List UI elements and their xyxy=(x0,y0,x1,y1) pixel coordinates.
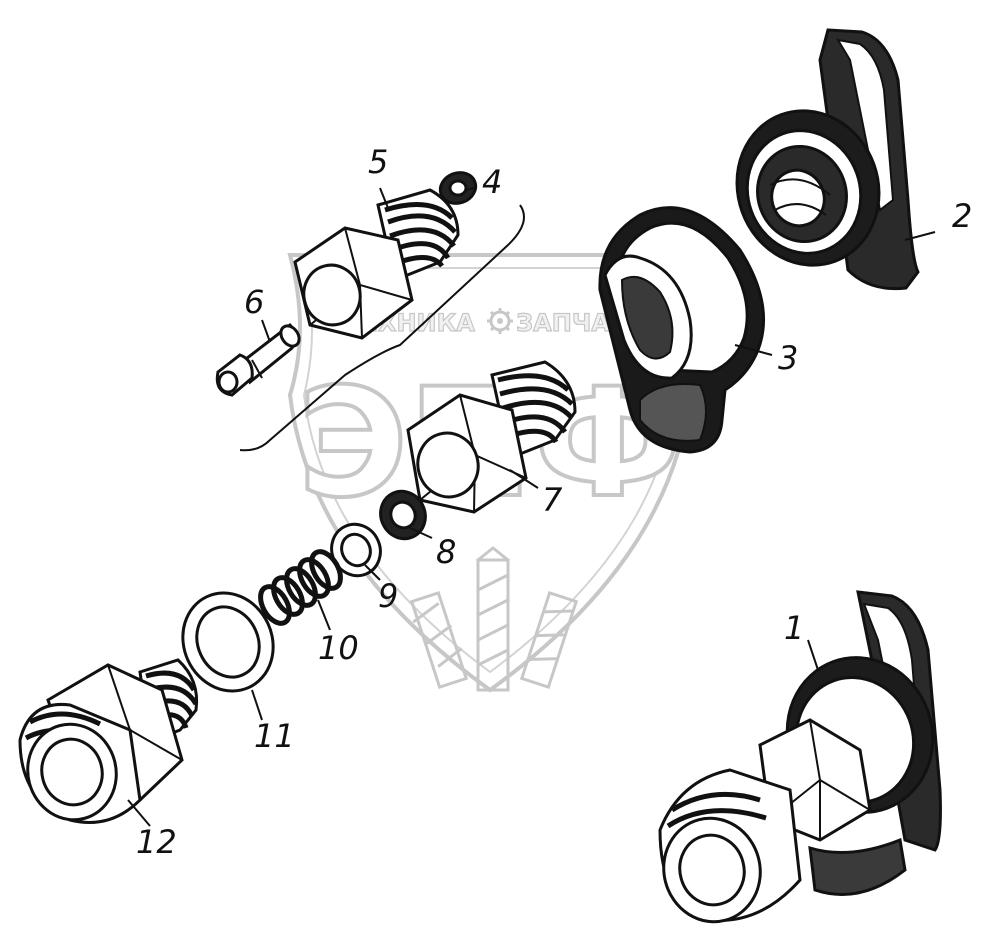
part-2-tap-body xyxy=(735,28,920,291)
part-11-gasket xyxy=(181,591,275,693)
callout-10: 10 xyxy=(318,629,359,667)
callout-6: 6 xyxy=(244,283,265,321)
part-8-washer xyxy=(379,489,427,541)
part-3-handle xyxy=(598,206,765,454)
gear-icon xyxy=(487,308,513,334)
callout-4: 4 xyxy=(482,163,503,201)
part-4-washer xyxy=(438,171,478,205)
part-12-plug xyxy=(18,658,199,824)
part-10-spring xyxy=(258,549,343,626)
leader-lines xyxy=(127,187,936,827)
callout-11: 11 xyxy=(254,717,295,755)
part-6-pin xyxy=(215,323,301,397)
callout-5: 5 xyxy=(368,143,389,181)
part-7-hex-fitting xyxy=(406,360,577,514)
callout-12: 12 xyxy=(136,823,177,861)
callout-2: 2 xyxy=(952,197,973,235)
callout-8: 8 xyxy=(436,533,457,571)
part-1-assembled-tap xyxy=(658,590,942,924)
callout-3: 3 xyxy=(778,339,799,377)
callout-1: 1 xyxy=(784,609,805,647)
callout-7: 7 xyxy=(542,481,563,519)
group-bracket-line xyxy=(239,204,525,452)
watermark-wheat xyxy=(409,546,579,692)
callout-9: 9 xyxy=(378,577,399,615)
part-5-union-nut xyxy=(293,188,460,340)
